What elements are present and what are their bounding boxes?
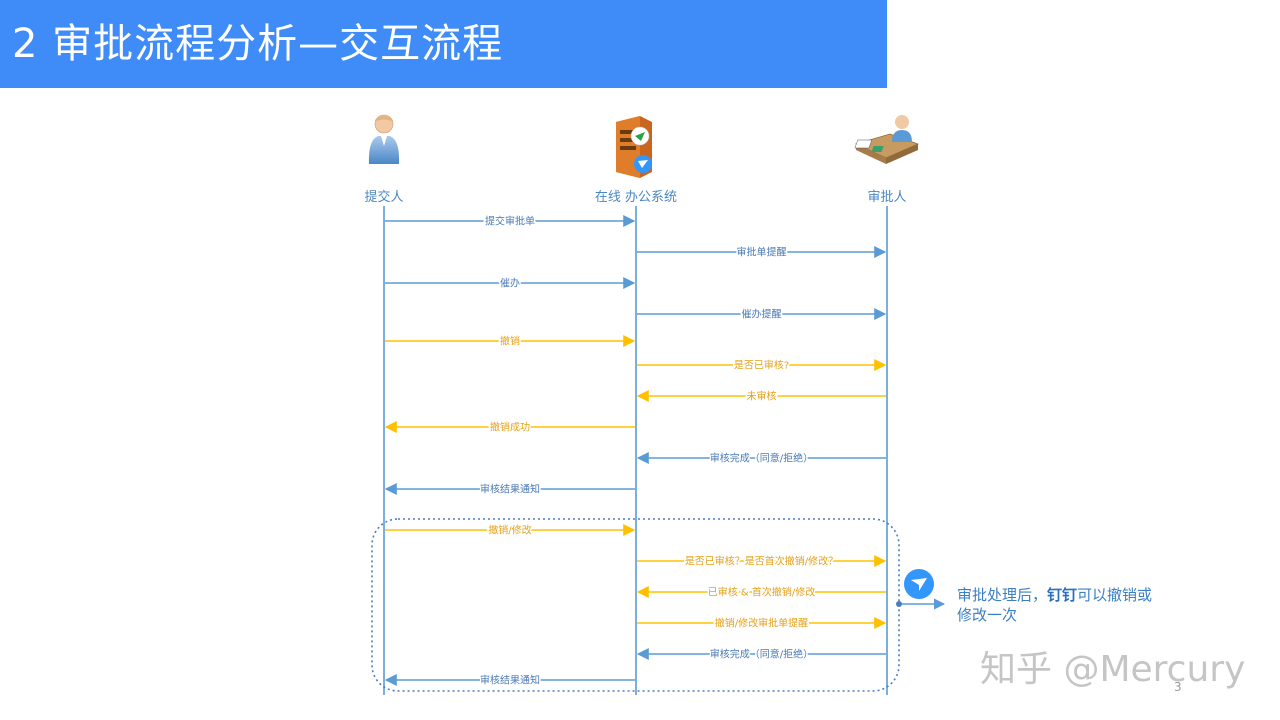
message-label-16: 审核结果通知: [480, 674, 540, 687]
lane-label-approver: 审批人: [867, 190, 907, 205]
office-server-icon: [610, 114, 660, 184]
message-label-14: 撤销/修改审批单提醒: [715, 617, 808, 630]
title-bar: 2 审批流程分析—交互流程: [0, 0, 887, 88]
dingtalk-logo-icon: [904, 569, 934, 603]
approver-desk-icon: [852, 112, 922, 172]
message-label-13: 已审核 & 首次撤销/修改: [708, 586, 816, 599]
message-label-15: 审核完成（同意/拒绝）: [710, 648, 813, 661]
message-label-3: 催办: [500, 277, 520, 290]
submitter-person-icon: [364, 112, 404, 172]
message-label-7: 未审核: [747, 390, 777, 403]
message-label-2: 审批单提醒: [737, 246, 787, 259]
watermark: 知乎 @Mercury: [980, 649, 1246, 690]
message-label-11: 撤销/修改: [488, 524, 531, 537]
message-label-12: 是否已审核？是否首次撤销/修改？: [685, 555, 838, 568]
dingtalk-note: 审批处理后，钉钉可以撤销或修改一次: [957, 585, 1157, 625]
message-label-10: 审核结果通知: [480, 483, 540, 496]
note-highlight: 钉钉: [1047, 586, 1078, 604]
message-label-6: 是否已审核?: [734, 359, 789, 372]
note-prefix: 审批处理后，: [957, 586, 1048, 604]
message-label-5: 撤销: [500, 335, 520, 348]
note-suffix: 可以撤销或修改一次: [957, 586, 1153, 624]
message-label-4: 催办提醒: [742, 308, 782, 321]
page-number: 3: [1174, 680, 1182, 694]
lane-label-submitter: 提交人: [364, 190, 404, 205]
message-label-8: 撤销成功: [490, 421, 530, 434]
slide-title: 2 审批流程分析—交互流程: [12, 21, 504, 67]
message-label-1: 提交审批单: [485, 215, 535, 228]
note-connector-dot: [896, 601, 902, 607]
message-label-9: 审核完成（同意/拒绝）: [710, 452, 813, 465]
lane-label-system: 在线 办公系统: [594, 190, 678, 205]
